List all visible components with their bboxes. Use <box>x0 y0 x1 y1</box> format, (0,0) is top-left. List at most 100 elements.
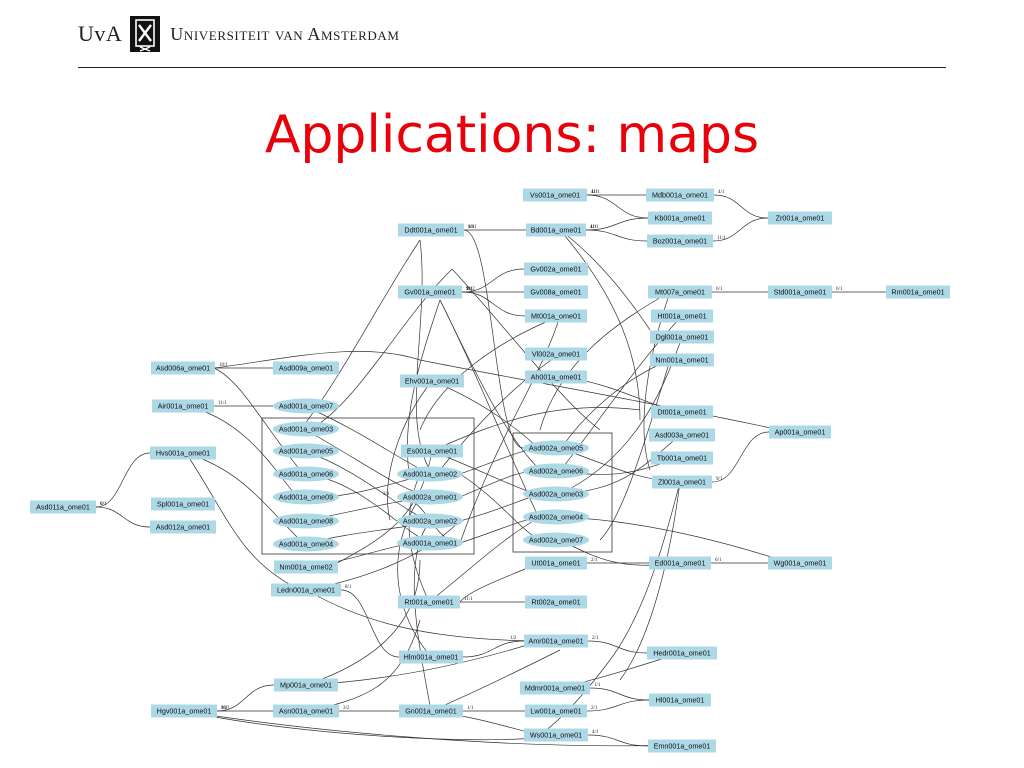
edge-label: 2/1 <box>591 558 598 563</box>
node-ddt[interactable]: Ddt001a_ome01 <box>398 223 464 237</box>
node-ehv[interactable]: Ehv001a_ome01 <box>400 374 464 388</box>
node-box <box>768 211 832 225</box>
node-ws[interactable]: Ws001a_ome01 <box>524 728 588 742</box>
node-mt001[interactable]: Mt001a_ome01 <box>525 309 587 323</box>
node-label: Dt001a_ome01 <box>657 408 706 417</box>
node-bd[interactable]: Bd001a_ome01 <box>526 223 586 237</box>
node-std[interactable]: Std001a_ome01 <box>768 285 832 299</box>
node-ed[interactable]: Ed001a_ome01 <box>649 556 711 570</box>
node-vs[interactable]: Vs001a_ome01 <box>523 188 587 202</box>
node-ut[interactable]: Ut001a_ome01 <box>525 556 587 570</box>
node-asd2[interactable]: Asd001a_ome02 <box>397 466 463 482</box>
node-tb[interactable]: Tb001a_ome01 <box>651 451 713 465</box>
node-emn[interactable]: Emn001a_ome01 <box>648 739 716 753</box>
edge-bd-kb <box>585 217 649 231</box>
node-spl[interactable]: Spl001a_ome01 <box>151 497 215 511</box>
node-amr[interactable]: Amr001a_ome01 <box>524 634 588 648</box>
node-ah[interactable]: Ah001a_ome01 <box>525 370 587 384</box>
node-asd003[interactable]: Asd003a_ome01 <box>649 428 715 442</box>
node-asd5[interactable]: Asd001a_ome05 <box>273 443 339 459</box>
node-rt2[interactable]: Rt002a_ome01 <box>525 595 587 609</box>
node-gn[interactable]: Gn001a_ome01 <box>399 704 463 718</box>
node-zl[interactable]: Zl001a_ome01 <box>652 475 712 489</box>
node-hvs[interactable]: Hvs001a_ome01 <box>150 446 216 460</box>
edge-label: 3/2 <box>343 706 350 711</box>
university-name: Universiteit van Amsterdam <box>170 23 400 44</box>
node-asd2_5[interactable]: Asd002a_ome05 <box>523 440 589 456</box>
edge-label: 11/1 <box>590 225 599 230</box>
node-asd2_1[interactable]: Asd002a_ome01 <box>397 489 463 505</box>
node-label: Ht001a_ome01 <box>657 312 706 321</box>
node-asd2_2[interactable]: Asd002a_ome02 <box>397 513 463 529</box>
node-hlm[interactable]: Hlm001a_ome01 <box>399 650 463 664</box>
node-ht[interactable]: Ht001a_ome01 <box>651 309 713 323</box>
node-label: Boz001a_ome01 <box>653 237 707 246</box>
node-ellipse <box>397 466 463 482</box>
node-lw[interactable]: Lw001a_ome01 <box>525 704 587 718</box>
node-vl[interactable]: Vl002a_ome01 <box>525 347 587 361</box>
edge-asd11-asd012 <box>95 506 151 528</box>
edge-amr-hedr <box>587 640 648 654</box>
node-label: Asd002a_ome07 <box>529 536 583 545</box>
node-es[interactable]: Es001a_ome01 <box>401 444 463 458</box>
node-asd1[interactable]: Asd001a_ome01 <box>397 535 463 551</box>
node-asd006[interactable]: Asd006a_ome01 <box>151 361 215 375</box>
node-asd4[interactable]: Asd001a_ome04 <box>273 536 339 552</box>
node-hedr[interactable]: Hedr001a_ome01 <box>647 646 717 660</box>
node-box <box>274 560 338 574</box>
node-asd2_7[interactable]: Asd002a_ome07 <box>523 532 589 548</box>
edge-label: 11/1 <box>218 401 227 406</box>
node-asd012[interactable]: Asd012a_ome01 <box>150 520 216 534</box>
node-rm[interactable]: Rm001a_ome01 <box>886 285 950 299</box>
node-mt007[interactable]: Mt007a_ome01 <box>648 285 712 299</box>
node-hl[interactable]: Hl001a_ome01 <box>649 693 711 707</box>
node-box <box>271 583 341 597</box>
node-label: Mt007a_ome01 <box>655 288 705 297</box>
node-label: Rt002a_ome01 <box>531 598 580 607</box>
node-gv001[interactable]: Gv001a_ome01 <box>398 285 462 299</box>
node-asd8[interactable]: Asd001a_ome08 <box>273 513 339 529</box>
node-air[interactable]: Air001a_ome01 <box>152 399 214 413</box>
node-rt1[interactable]: Rt001a_ome01 <box>398 595 460 609</box>
node-zr[interactable]: Zr001a_ome01 <box>768 211 832 225</box>
node-mp[interactable]: Mp001a_ome01 <box>274 678 338 692</box>
node-asd3[interactable]: Asd001a_ome03 <box>273 421 339 437</box>
node-hgv[interactable]: Hgv001a_ome01 <box>151 704 217 718</box>
node-wg[interactable]: Wg001a_ome01 <box>768 556 832 570</box>
edge-asd11-hvs <box>95 452 151 508</box>
node-nm1[interactable]: Nm001a_ome01 <box>650 353 714 367</box>
node-asd009[interactable]: Asd009a_ome01 <box>273 361 339 375</box>
node-mdmr[interactable]: Mdmr001a_ome01 <box>520 681 590 695</box>
node-dgl[interactable]: Dgl001a_ome01 <box>650 330 714 344</box>
edge-label: 4/1 <box>718 190 725 195</box>
node-ledn[interactable]: Ledn001a_ome01 <box>271 583 341 597</box>
edge-label: 6/1 <box>716 287 723 292</box>
node-box <box>768 556 832 570</box>
edge-label: 6/1 <box>100 502 107 507</box>
node-box <box>524 634 588 648</box>
node-asd9[interactable]: Asd001a_ome09 <box>273 489 339 505</box>
node-nm2[interactable]: Nm001a_ome02 <box>274 560 338 574</box>
node-label: Es001a_ome01 <box>407 447 457 456</box>
node-mdb[interactable]: Mdb001a_ome01 <box>646 188 714 202</box>
node-ap[interactable]: Ap001a_ome01 <box>769 425 831 439</box>
node-asd2_6[interactable]: Asd002a_ome06 <box>523 463 589 479</box>
node-box <box>524 262 588 276</box>
node-gv008[interactable]: Gv008a_ome01 <box>524 285 588 299</box>
edge-label: 11/1 <box>464 597 473 602</box>
node-dt[interactable]: Dt001a_ome01 <box>651 405 713 419</box>
node-kb[interactable]: Kb001a_ome01 <box>648 211 712 225</box>
node-asd2_3[interactable]: Asd002a_ome03 <box>523 486 589 502</box>
node-asd6[interactable]: Asd001a_ome06 <box>273 466 339 482</box>
node-gv002[interactable]: Gv002a_ome01 <box>524 262 588 276</box>
node-box <box>647 234 713 248</box>
node-label: Asd012a_ome01 <box>156 523 210 532</box>
node-asd2_4[interactable]: Asd002a_ome04 <box>523 509 589 525</box>
node-asn[interactable]: Asn001a_ome01 <box>273 704 339 718</box>
node-boz[interactable]: Boz001a_ome01 <box>647 234 713 248</box>
node-label: Rm001a_ome01 <box>891 288 944 297</box>
node-asd11[interactable]: Asd011a_ome01 <box>30 500 96 514</box>
node-asd7[interactable]: Asd001a_ome07 <box>273 398 339 414</box>
node-label: Asd001a_ome06 <box>279 470 333 479</box>
